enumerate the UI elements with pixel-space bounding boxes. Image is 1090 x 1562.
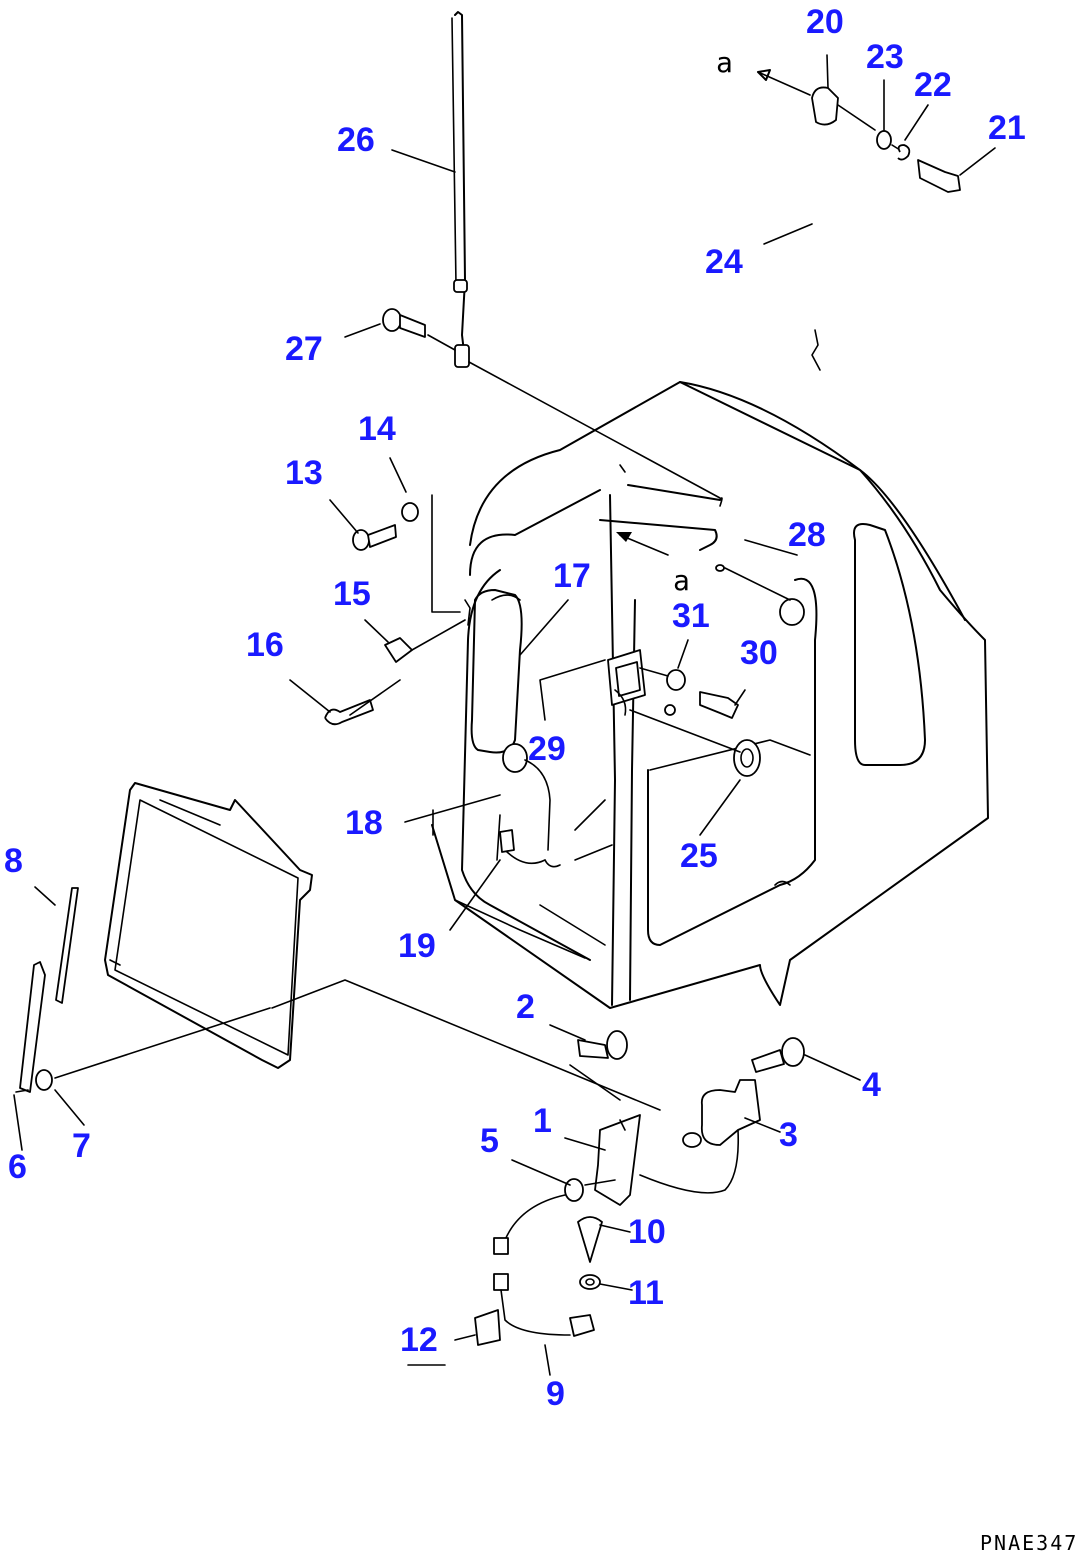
- bolt-27: [382, 308, 456, 351]
- callout-23: 23: [866, 38, 904, 76]
- windshield-frame: [15, 782, 661, 1111]
- callout-3: 3: [779, 1116, 798, 1154]
- callout-17: 17: [553, 557, 591, 595]
- door-lock-hardware: [324, 502, 471, 726]
- callout-28: 28: [788, 516, 826, 554]
- callout-9: 9: [546, 1375, 565, 1413]
- callout-18: 18: [345, 804, 383, 842]
- lower-wiper-motor-group: [407, 1030, 805, 1366]
- wiper-arm-26: [451, 11, 721, 499]
- callout-16: 16: [246, 626, 284, 664]
- view-marker-cab: a: [673, 564, 690, 597]
- callout-31: 31: [672, 597, 710, 635]
- leader-lines: [13, 54, 996, 1376]
- drawing-code: PNAE347: [980, 1531, 1078, 1555]
- callout-4: 4: [862, 1066, 881, 1104]
- callout-7: 7: [72, 1127, 91, 1165]
- callout-22: 22: [914, 66, 952, 104]
- callout-19: 19: [398, 927, 436, 965]
- callout-30: 30: [740, 634, 778, 672]
- cab-inner-parts: [491, 594, 551, 853]
- callout-10: 10: [628, 1213, 666, 1251]
- callout-20: 20: [806, 3, 844, 41]
- view-arrow-cab: [616, 532, 669, 556]
- callout-25: 25: [680, 837, 718, 875]
- wiper-detail-group: [757, 69, 961, 371]
- callout-24: 24: [705, 243, 743, 281]
- callout-13: 13: [285, 454, 323, 492]
- callout-14: 14: [358, 410, 396, 448]
- callout-8: 8: [4, 842, 23, 880]
- callout-26: 26: [337, 121, 375, 159]
- callout-1: 1: [533, 1102, 552, 1140]
- callout-2: 2: [516, 988, 535, 1026]
- callout-27: 27: [285, 330, 323, 368]
- callout-5: 5: [480, 1122, 499, 1160]
- callout-29: 29: [528, 730, 566, 768]
- cab-rear-parts: [607, 564, 805, 777]
- callout-6: 6: [8, 1148, 27, 1186]
- view-marker-top: a: [716, 46, 733, 79]
- callout-21: 21: [988, 109, 1026, 147]
- callout-11: 11: [628, 1274, 664, 1312]
- callout-12: 12: [400, 1321, 438, 1359]
- callout-labels: 20 23 22 21 26 24 27 14 13 17 28 15 31 3…: [4, 3, 1026, 1413]
- cab-body: [431, 381, 989, 1009]
- callout-15: 15: [333, 575, 371, 613]
